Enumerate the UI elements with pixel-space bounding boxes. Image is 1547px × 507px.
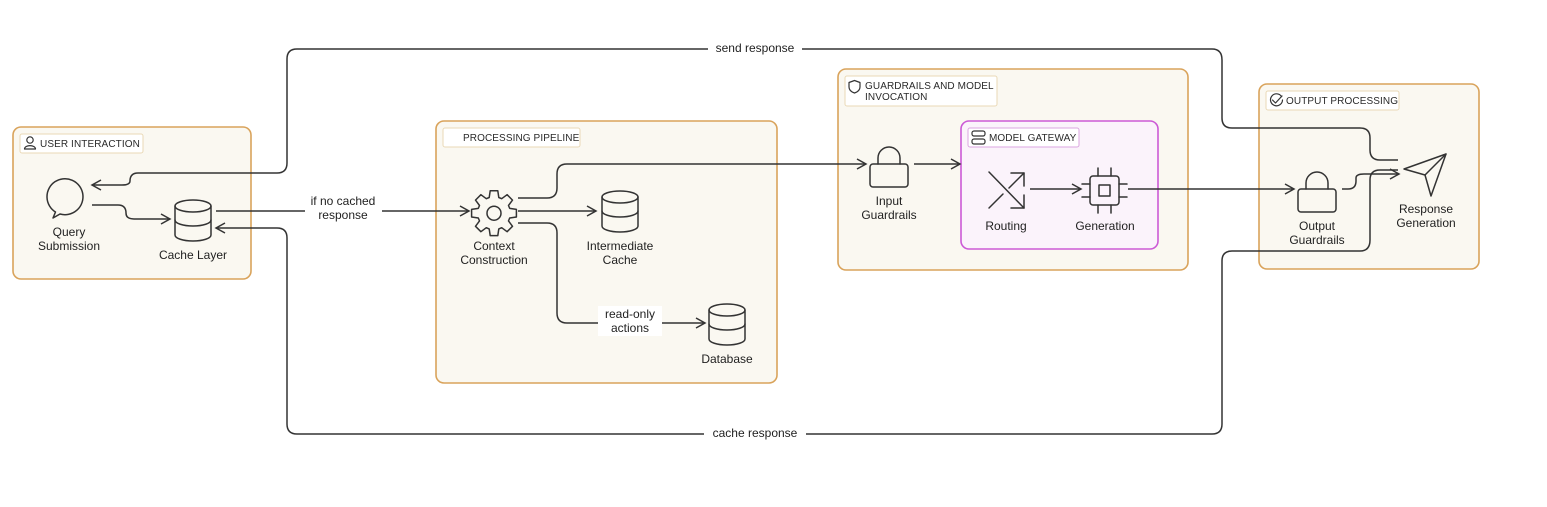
node-input-guardrails: Input Guardrails bbox=[861, 146, 917, 222]
svg-text:Input: Input bbox=[876, 194, 903, 208]
group-label-processing-pipeline: PROCESSING PIPELINE bbox=[463, 133, 580, 144]
svg-text:Response: Response bbox=[1399, 202, 1453, 216]
svg-text:Cache: Cache bbox=[603, 253, 638, 267]
group-label-guardrails-line1: GUARDRAILS AND MODEL bbox=[865, 81, 994, 92]
gear-icon bbox=[470, 190, 518, 237]
edge-output-to-response bbox=[1342, 168, 1401, 190]
node-output-guardrails: Output Guardrails bbox=[1289, 171, 1345, 247]
svg-text:Output: Output bbox=[1299, 219, 1336, 233]
group-model-gateway: MODEL GATEWAY bbox=[960, 120, 1159, 250]
svg-text:Context: Context bbox=[473, 239, 515, 253]
database-icon bbox=[174, 199, 212, 242]
edge-label-read-only-line1: read-only bbox=[605, 307, 655, 321]
cpu-icon bbox=[1081, 167, 1128, 214]
svg-text:Guardrails: Guardrails bbox=[1289, 233, 1344, 247]
check-circle-icon bbox=[1269, 93, 1284, 107]
edge-label-no-cached-line2: response bbox=[318, 208, 368, 222]
node-database: Database bbox=[701, 303, 753, 366]
svg-text:Query: Query bbox=[53, 225, 86, 239]
edge-context-to-database bbox=[518, 222, 707, 329]
svg-text:Generation: Generation bbox=[1396, 216, 1455, 230]
server-icon bbox=[971, 130, 986, 145]
group-processing-pipeline: PROCESSING PIPELINE bbox=[435, 120, 778, 384]
group-label-model-gateway: MODEL GATEWAY bbox=[989, 133, 1077, 144]
edge-context-to-input-guardrails bbox=[518, 158, 868, 199]
edge-send-response bbox=[90, 48, 1398, 191]
node-generation: Generation bbox=[1075, 167, 1135, 233]
shuffle-icon bbox=[988, 171, 1025, 209]
svg-text:Construction: Construction bbox=[460, 253, 527, 267]
svg-text:Database: Database bbox=[701, 352, 753, 366]
node-context-construction: Context Construction bbox=[460, 190, 528, 267]
svg-text:Cache Layer: Cache Layer bbox=[159, 248, 227, 262]
node-cache-layer: Cache Layer bbox=[159, 199, 227, 262]
edges: send response cache response if no cache… bbox=[90, 40, 1401, 442]
chat-bubble-icon bbox=[46, 177, 84, 219]
node-routing: Routing bbox=[985, 171, 1027, 233]
node-query-submission: Query Submission bbox=[38, 177, 100, 253]
lock-icon bbox=[869, 146, 909, 188]
edge-cache-response bbox=[214, 169, 1398, 435]
group-output-processing: OUTPUT PROCESSING bbox=[1258, 83, 1480, 270]
svg-text:Submission: Submission bbox=[38, 239, 100, 253]
edge-label-send-response: send response bbox=[716, 41, 795, 55]
node-intermediate-cache: Intermediate Cache bbox=[587, 190, 654, 267]
group-label-guardrails-line2: INVOCATION bbox=[865, 92, 927, 103]
database-icon bbox=[601, 190, 639, 233]
database-icon bbox=[708, 303, 746, 346]
lock-icon bbox=[1297, 171, 1337, 213]
svg-text:Generation: Generation bbox=[1075, 219, 1134, 233]
edge-query-to-cache bbox=[92, 204, 172, 225]
edge-label-read-only-line2: actions bbox=[611, 321, 649, 335]
svg-text:Routing: Routing bbox=[985, 219, 1026, 233]
user-icon bbox=[23, 136, 37, 150]
group-label-user-interaction: USER INTERACTION bbox=[40, 139, 140, 150]
group-label-output-processing: OUTPUT PROCESSING bbox=[1286, 96, 1398, 107]
shield-icon bbox=[848, 79, 861, 94]
send-icon bbox=[1403, 153, 1447, 197]
svg-text:Guardrails: Guardrails bbox=[861, 208, 916, 222]
svg-text:Intermediate: Intermediate bbox=[587, 239, 654, 253]
edge-label-no-cached-line1: if no cached bbox=[311, 194, 376, 208]
node-response-generation: Response Generation bbox=[1396, 153, 1456, 230]
edge-label-cache-response: cache response bbox=[713, 426, 798, 440]
